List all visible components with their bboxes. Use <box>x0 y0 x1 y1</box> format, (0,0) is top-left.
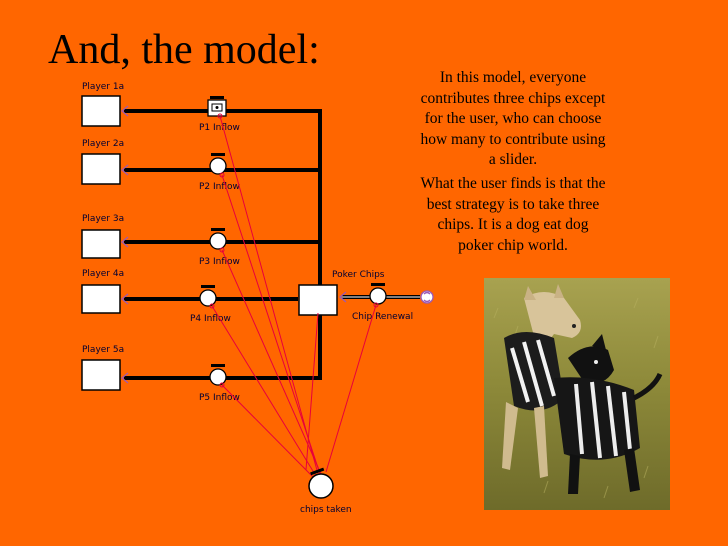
valve-p3: P3 Inflow <box>199 228 240 267</box>
connector-p4 <box>211 305 317 477</box>
flow-pipes <box>124 109 420 380</box>
flow-label-p3: P3 Inflow <box>199 257 240 267</box>
valve-p5: P5 Inflow <box>199 364 240 403</box>
arrow-player5 <box>121 372 129 384</box>
connectors <box>211 115 377 479</box>
stock-player2: Player 2a <box>81 139 124 185</box>
inflow-arrows <box>121 105 347 384</box>
dogs-photo <box>484 278 670 510</box>
valve-p2: P2 Inflow <box>199 153 240 192</box>
stock-label-player4: Player 4a <box>82 269 124 279</box>
arrow-poker-chips <box>339 291 347 303</box>
connector-p2 <box>221 174 321 475</box>
arrow-player3 <box>121 236 129 248</box>
connector-p3 <box>221 249 322 475</box>
connector-p5 <box>221 384 315 479</box>
stock-player5: Player 5a <box>81 345 124 391</box>
connector-chip-renewal <box>325 304 377 473</box>
arrow-player2 <box>121 164 129 176</box>
description-paragraph-1: In this model, everyone contributes thre… <box>420 69 606 168</box>
stock-player3: Player 3a <box>81 214 124 259</box>
valve-p4: P4 Inflow <box>190 285 231 324</box>
flow-label-p1: P1 Inflow <box>199 123 240 133</box>
connector-ends <box>209 113 379 388</box>
cloud-icon <box>420 290 434 304</box>
stock-label-player5: Player 5a <box>82 345 124 355</box>
flow-label-chip-renewal: Chip Renewal <box>352 312 413 322</box>
converter-chips-taken: chips taken <box>300 467 352 515</box>
black-dog <box>554 334 663 494</box>
connector-poker-chips <box>305 312 319 471</box>
stock-label-player3: Player 3a <box>82 214 124 224</box>
valve-chip-renewal: Chip Renewal <box>352 283 413 322</box>
stock-player4: Player 4a <box>81 269 124 314</box>
arrow-player4 <box>121 293 129 305</box>
converter-label: chips taken <box>300 505 352 515</box>
slide-title: And, the model: <box>48 27 320 73</box>
flow-label-p4: P4 Inflow <box>190 314 231 324</box>
valve-p1: P1 Inflow <box>199 96 240 133</box>
connector-p1 <box>219 115 319 475</box>
stock-player1: Player 1a <box>81 82 124 127</box>
tan-dog <box>502 284 581 478</box>
stock-label-player2: Player 2a <box>82 139 124 149</box>
stock-poker-chips: Poker Chips <box>298 270 385 316</box>
arrow-player1 <box>121 105 129 117</box>
flow-label-p5: P5 Inflow <box>199 393 240 403</box>
stock-label-player1: Player 1a <box>82 82 124 92</box>
description-paragraph-2: What the user finds is that the best str… <box>420 175 606 254</box>
stock-label-poker-chips: Poker Chips <box>332 270 385 280</box>
flow-label-p2: P2 Inflow <box>199 182 240 192</box>
